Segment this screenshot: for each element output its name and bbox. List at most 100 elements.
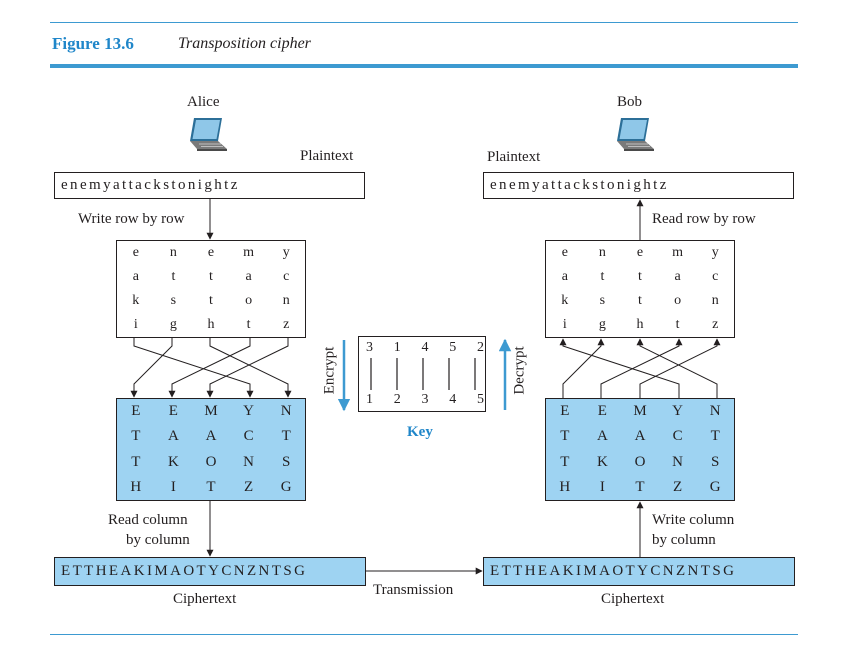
cipher-cell: H: [559, 478, 571, 495]
cipher-cell: Y: [672, 403, 684, 420]
grid-cell: t: [675, 317, 680, 332]
grid-cell: a: [245, 269, 252, 284]
bob-ciphertext-box: ETTHEAKIMAOTYCNZNTSG: [483, 557, 795, 586]
cipher-cell: O: [205, 453, 217, 470]
cipher-cell: I: [170, 478, 176, 495]
cipher-cell: O: [634, 453, 646, 470]
grid-cell: c: [283, 269, 290, 284]
bob-read-label: Read row by row: [652, 211, 756, 227]
cipher-cell: S: [711, 453, 720, 470]
grid-cell: o: [245, 293, 253, 308]
key-digit: 2: [393, 392, 401, 407]
cipher-cell: Z: [244, 478, 254, 495]
cipher-cell: K: [167, 453, 179, 470]
alice-cross-line: [168, 338, 251, 398]
grid-cell: n: [711, 293, 719, 308]
grid-cell: y: [711, 245, 719, 260]
cipher-cell: S: [282, 453, 291, 470]
alice-cross-line: [130, 338, 173, 398]
key-digit: 4: [421, 340, 429, 355]
bob-cross-line: [559, 338, 680, 398]
grid-cell: g: [598, 317, 606, 332]
cipher-cell: E: [597, 403, 607, 420]
transmission-label: Transmission: [373, 582, 454, 598]
cipher-cell: T: [206, 478, 216, 495]
bob-cross-line: [600, 338, 683, 398]
cipher-cell: C: [672, 428, 683, 445]
grid-cell: y: [282, 245, 290, 260]
cipher-cell: T: [131, 428, 141, 445]
grid-cell: e: [207, 245, 215, 260]
cipher-cell: A: [167, 428, 179, 445]
grid-cell: h: [207, 317, 215, 332]
cipher-cell: Z: [673, 478, 683, 495]
cipher-cell: Y: [243, 403, 255, 420]
alice-ciphertext-label: Ciphertext: [173, 591, 237, 607]
grid-cell: t: [246, 317, 251, 332]
cipher-cell: E: [560, 403, 570, 420]
grid-cell: m: [243, 245, 255, 260]
grid-cell: k: [132, 293, 140, 308]
grid-cell: z: [712, 317, 719, 332]
alice-read-label-1: Read column: [108, 512, 188, 528]
key-label: Key: [407, 424, 433, 440]
cipher-cell: T: [560, 428, 570, 445]
grid-cell: z: [283, 317, 290, 332]
cipher-cell: A: [596, 428, 608, 445]
grid-cell: a: [674, 269, 681, 284]
grid-cell: i: [562, 317, 567, 332]
cipher-cell: A: [634, 428, 646, 445]
bob-cross-line: [636, 338, 718, 398]
key-box: [358, 336, 486, 412]
bob-plaintext-box: enemyattackstonightz: [483, 172, 794, 199]
figure-title: Transposition cipher: [178, 35, 311, 52]
grid-cell: t: [209, 293, 213, 308]
alice-label: Alice: [187, 94, 220, 110]
alice-ciphertext-box: ETTHEAKIMAOTYCNZNTSG: [54, 557, 366, 586]
cipher-cell: T: [131, 453, 141, 470]
grid-cell: k: [561, 293, 569, 308]
cipher-cell: H: [130, 478, 142, 495]
grid-cell: i: [133, 317, 138, 332]
key-digit: 1: [393, 340, 401, 355]
alice-read-label-2: by column: [126, 532, 190, 548]
key-digit: 1: [366, 392, 373, 407]
key-digit: 5: [449, 340, 457, 355]
grid-cell: t: [638, 269, 642, 284]
bob-laptop-icon: [617, 118, 654, 151]
cipher-cell: T: [710, 428, 720, 445]
cipher-cell: E: [131, 403, 141, 420]
cipher-cell: T: [635, 478, 645, 495]
grid-cell: s: [599, 293, 606, 308]
grid-cell: c: [712, 269, 719, 284]
alice-cross-line: [206, 338, 289, 398]
grid-cell: t: [171, 269, 176, 284]
cipher-cell: E: [168, 403, 178, 420]
bob-cross-line: [562, 338, 605, 398]
figure-number: Figure 13.6: [52, 34, 134, 53]
key-digit: 3: [366, 340, 373, 355]
grid-cell: n: [282, 293, 290, 308]
grid-cell: n: [598, 245, 606, 260]
grid-cell: e: [132, 245, 139, 260]
cipher-cell: G: [709, 478, 721, 495]
bob-write-label-2: by column: [652, 532, 716, 548]
cipher-cell: N: [243, 453, 255, 470]
grid-cell: t: [209, 269, 213, 284]
alice-cross-line: [133, 338, 254, 398]
grid-cell: g: [169, 317, 177, 332]
cipher-cell: K: [596, 453, 608, 470]
grid-cell: s: [170, 293, 177, 308]
cipher-cell: G: [280, 478, 292, 495]
cipher-cell: N: [709, 403, 721, 420]
top-rule: [50, 22, 798, 23]
alice-laptop-icon: [190, 118, 227, 151]
header-rule: [50, 64, 798, 68]
cipher-cell: M: [633, 403, 647, 420]
bob-label: Bob: [617, 94, 643, 110]
